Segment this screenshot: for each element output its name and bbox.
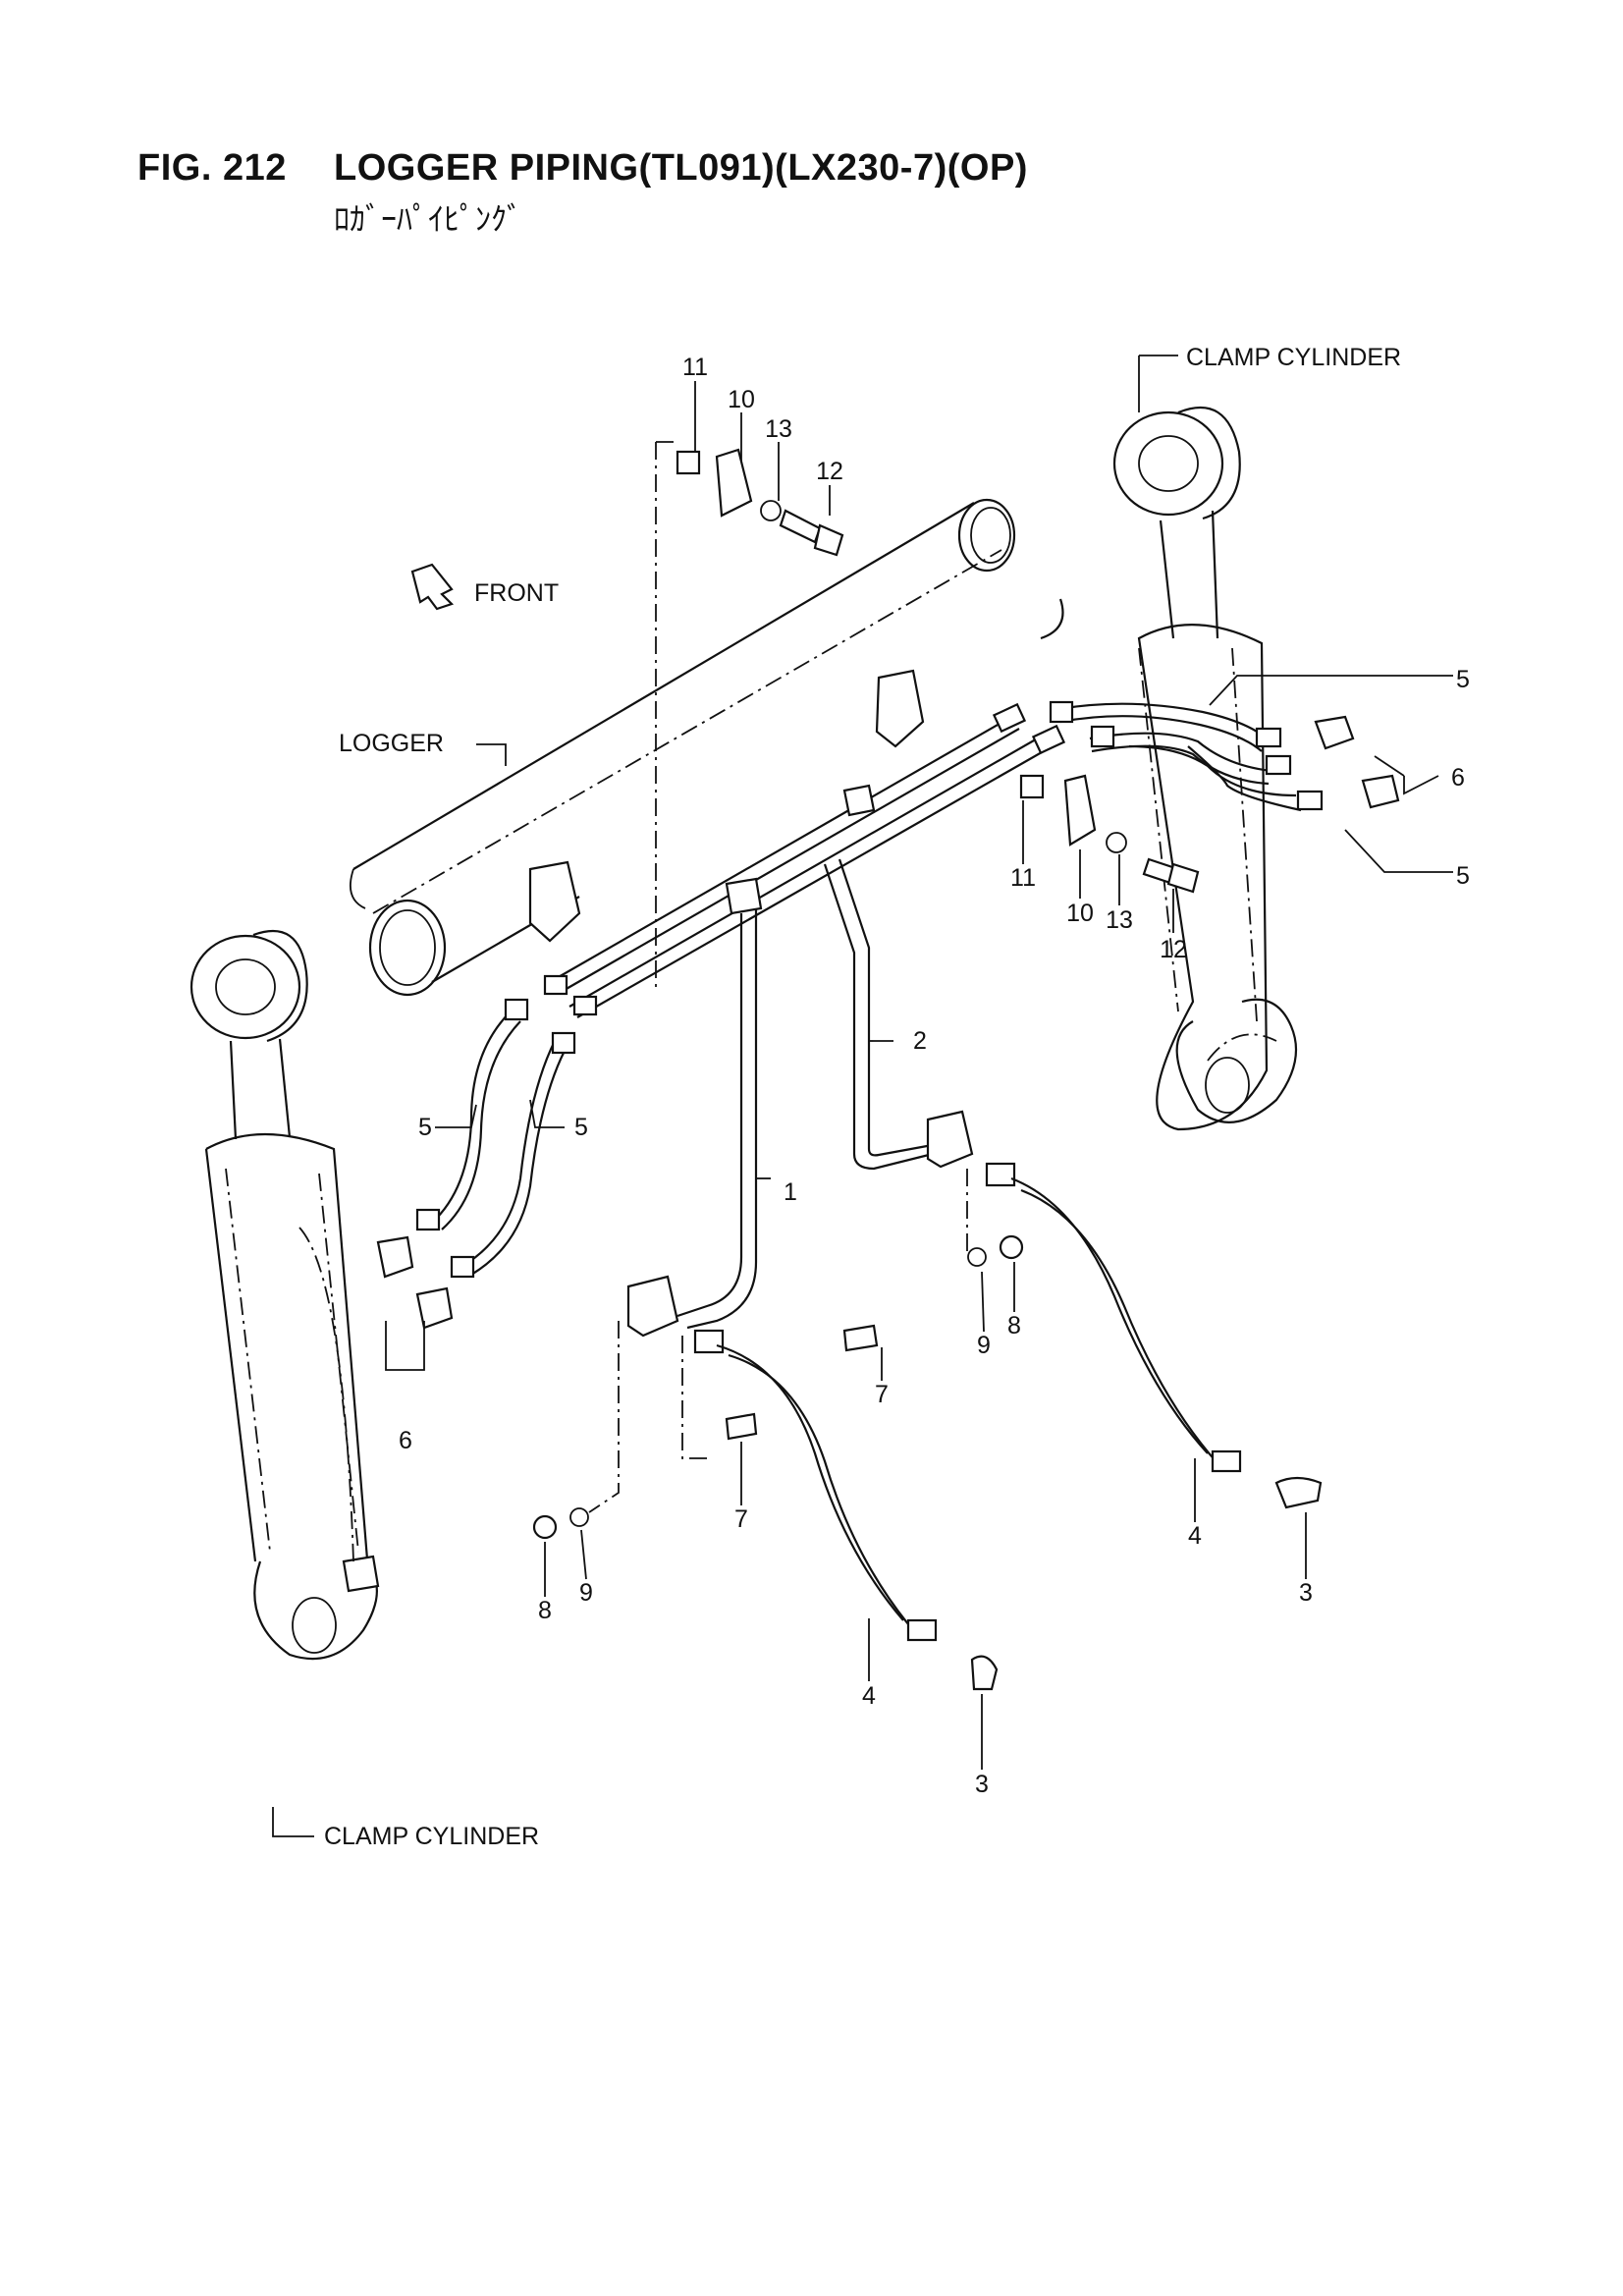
hardware: [532, 441, 1200, 1540]
callout-leaders: [435, 381, 1307, 1770]
callout-7: 7: [875, 1381, 889, 1408]
callout-12: 12: [816, 458, 843, 485]
callout-9: 9: [579, 1579, 593, 1607]
leader-lines: [272, 355, 1453, 1837]
callout-13: 13: [1106, 906, 1133, 934]
callout-10: 10: [1066, 900, 1094, 927]
callout-numbers: 1 2 3 3 4 4 5 5 5 5 6 6 7 7 8 8 9 9 10 1…: [399, 354, 1470, 1798]
pipe-assembly: [376, 700, 1400, 1691]
label-front: FRONT: [474, 579, 559, 607]
page-title: FIG. 212 LOGGER PIPING(TL091)(LX230-7)(OP…: [137, 147, 1028, 190]
callout-1: 1: [784, 1178, 797, 1206]
callout-4: 4: [1188, 1522, 1202, 1550]
callout-8: 8: [1007, 1312, 1021, 1339]
figure-number: FIG. 212: [137, 147, 287, 189]
figure-title: LOGGER PIPING(TL091)(LX230-7)(OP): [334, 147, 1028, 189]
callout-2: 2: [913, 1027, 927, 1055]
callout-10: 10: [728, 386, 755, 413]
clamp-cylinder-right: [1112, 406, 1298, 1131]
callout-4: 4: [862, 1682, 876, 1710]
figure-subtitle: ﾛｶﾞｰﾊﾟｲﾋﾟﾝｸﾞ: [334, 201, 523, 237]
callout-9: 9: [977, 1332, 991, 1359]
callout-5: 5: [1456, 666, 1470, 693]
logger-tube: [350, 498, 1064, 997]
callout-12: 12: [1160, 936, 1187, 963]
front-arrow-icon: [410, 563, 455, 611]
callout-11: 11: [1010, 864, 1036, 892]
callout-8: 8: [538, 1597, 552, 1624]
callout-6: 6: [1451, 764, 1465, 792]
callout-3: 3: [975, 1771, 989, 1798]
callout-3: 3: [1299, 1579, 1313, 1607]
callout-6: 6: [399, 1427, 412, 1454]
callout-11: 11: [682, 354, 708, 381]
callout-5: 5: [418, 1114, 432, 1141]
callout-5: 5: [1456, 862, 1470, 890]
text-labels: CLAMP CYLINDER LOGGER FRONT CLAMP CYLIND…: [324, 344, 1401, 1850]
callout-13: 13: [765, 415, 792, 443]
clamp-cylinder-left: [189, 929, 380, 1661]
callout-7: 7: [734, 1505, 748, 1533]
label-clamp-cylinder-top: CLAMP CYLINDER: [1186, 344, 1401, 371]
callout-5: 5: [574, 1114, 588, 1141]
label-clamp-cylinder-bottom: CLAMP CYLINDER: [324, 1823, 539, 1850]
label-logger: LOGGER: [339, 730, 444, 757]
